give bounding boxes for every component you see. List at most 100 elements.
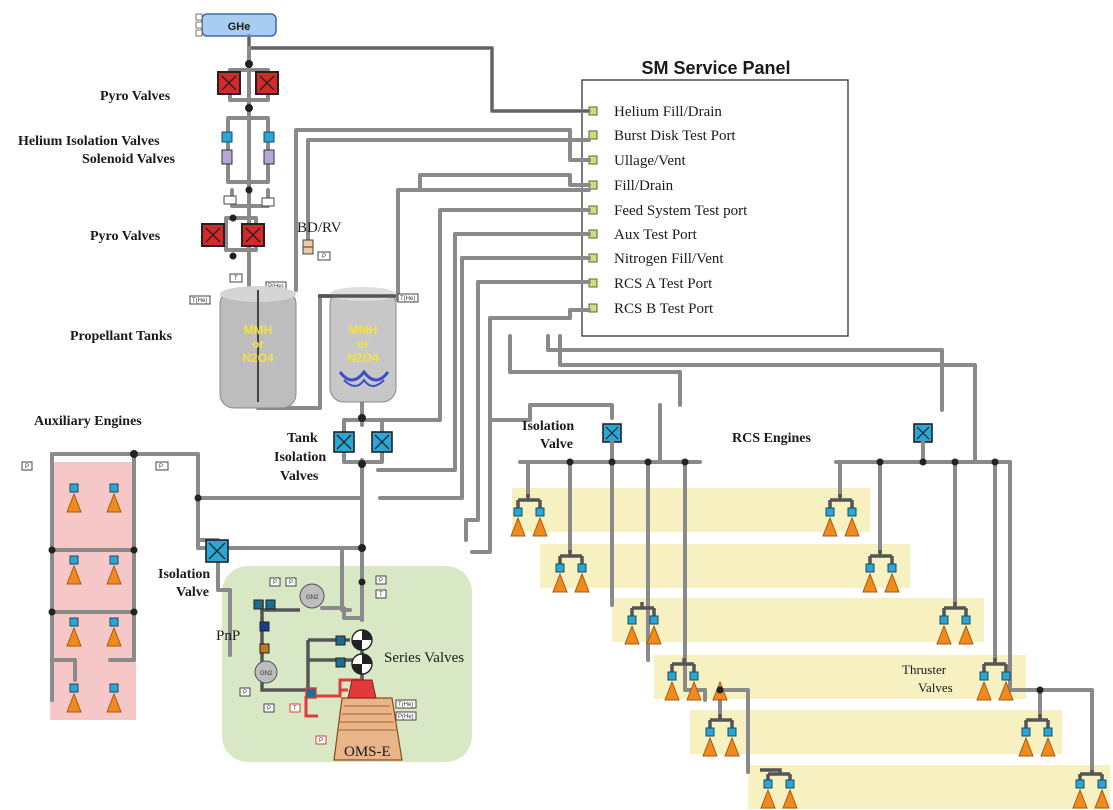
rcs-engines-label: RCS Engines	[732, 431, 812, 446]
propellant-tank-1: MMH or N2O4	[219, 286, 297, 409]
pnp-label: PnP	[216, 628, 240, 644]
isolation-valve-rcs-2: Valve	[540, 437, 573, 452]
regulator	[223, 195, 237, 205]
auxiliary-engines-label: Auxiliary Engines	[34, 414, 142, 429]
gn2-tank	[254, 660, 278, 684]
aux-thruster	[106, 617, 122, 647]
sm-service-panel: SM Service Panel Helium Fill/Drain Burst…	[581, 58, 849, 337]
panel-title: SM Service Panel	[641, 58, 790, 78]
series-valve	[351, 653, 373, 675]
tank-isolation-label-3: Valves	[280, 469, 319, 484]
tag-p: P	[243, 690, 247, 696]
aux-isolation-valve	[205, 539, 229, 563]
rcs-zone-group	[512, 488, 1110, 809]
tank-text: or	[252, 337, 264, 351]
tag-p: P	[379, 578, 383, 584]
oms-components: GN2 GN2 P P P P T P P T T(H	[239, 575, 417, 745]
tag-gn2: GN2	[260, 671, 273, 677]
rcs-thruster-pair	[936, 602, 974, 645]
service-port-label: Nitrogen Fill/Vent	[614, 251, 724, 267]
tank-isolation-valves	[333, 414, 393, 468]
aux-thruster	[66, 555, 82, 585]
aux-thruster	[66, 617, 82, 647]
rcs-thruster-pair	[822, 494, 860, 537]
solenoid-valve	[263, 149, 275, 165]
tank-text: MMH	[349, 323, 378, 337]
rcs-thruster-pair	[976, 658, 1014, 701]
rcs-thruster-pair	[862, 550, 900, 593]
thruster-valves-label-1: Thruster	[902, 662, 947, 677]
tank-text: N2O4	[242, 351, 274, 365]
aux-thrusters	[66, 483, 122, 713]
propellant-tanks-label: Propellant Tanks	[70, 329, 173, 344]
tag-p: P	[273, 580, 277, 586]
tank-isolation-label-1: Tank	[287, 431, 318, 446]
rcs-thruster-pair	[552, 550, 590, 593]
rcs-thruster-pair	[760, 768, 798, 809]
pyro-valves-top	[217, 60, 279, 112]
isolation-valve-rcs-1: Isolation	[522, 419, 574, 434]
tank-isolation-label-2: Isolation	[274, 450, 326, 465]
tag-the: T(He)	[398, 702, 413, 708]
rcs-thruster-pair	[1072, 770, 1110, 809]
tag-p: P	[322, 254, 326, 260]
isolation-valve-left-1: Isolation	[158, 567, 210, 582]
service-port-label: Aux Test Port	[614, 227, 698, 243]
regulator	[261, 197, 275, 207]
service-port-label: Burst Disk Test Port	[614, 128, 736, 144]
rcs-tree-a	[526, 440, 750, 774]
rcs-zone-6	[748, 765, 1110, 809]
gn2-tank	[299, 583, 325, 609]
service-port-label: RCS A Test Port	[614, 276, 713, 292]
rcs-zone-5	[690, 710, 1062, 754]
ghe-label: GHe	[228, 21, 251, 33]
tag-gn2: GN2	[306, 595, 319, 601]
rcs-zone-1	[512, 488, 870, 532]
pyro-valves-label: Pyro Valves	[100, 89, 171, 104]
rcs-zone-3	[612, 598, 984, 642]
isolation-valve	[221, 131, 233, 143]
aux-engine-zone	[50, 462, 136, 720]
tag-phe: P(He)	[398, 714, 414, 720]
helium-isolation-label: Helium Isolation Valves	[18, 134, 160, 149]
rcs-thruster-pair	[624, 602, 662, 645]
service-port-label: RCS B Test Port	[614, 301, 714, 317]
tank-text: N2O4	[347, 351, 379, 365]
port-connector	[588, 130, 598, 140]
bdrv-label: BD/RV	[297, 220, 342, 236]
pyro-valves-bottom-label: Pyro Valves	[90, 229, 161, 244]
tag-p: P	[159, 464, 163, 470]
pyro-valves-bottom	[201, 214, 265, 260]
rcs-thruster-pair	[702, 714, 740, 757]
solenoid-label: Solenoid Valves	[82, 152, 176, 167]
series-valves-label: Series Valves	[384, 650, 464, 666]
rcs-thruster-pair	[510, 494, 548, 537]
burst-disk-relief-valve: P	[302, 239, 331, 261]
service-port-label: Feed System Test port	[614, 203, 748, 219]
service-port-label: Helium Fill/Drain	[614, 104, 722, 120]
aux-thruster	[66, 683, 82, 713]
tag-t: T	[234, 276, 238, 282]
ghe-tank: GHe	[195, 13, 277, 37]
tank-text: MMH	[244, 323, 273, 337]
aux-thruster	[106, 683, 122, 713]
tag-t: T	[379, 592, 383, 598]
propellant-tank-2: MMH or N2O4	[318, 287, 397, 403]
tag-the: T(He)	[192, 298, 207, 304]
rcs-zone-2	[540, 544, 910, 588]
rcs-isolation-valves	[602, 423, 933, 443]
tag-p: P	[289, 580, 293, 586]
rcs-thruster-pair	[1018, 714, 1056, 757]
aux-thruster	[106, 483, 122, 513]
tag-p: P	[319, 738, 323, 744]
isolation-valve-left-2: Valve	[176, 585, 209, 600]
aux-thruster	[106, 555, 122, 585]
thruster-valves-label-2: Valves	[918, 680, 953, 695]
tank-text: or	[357, 337, 369, 351]
service-port-label: Fill/Drain	[614, 178, 674, 194]
rcs-tree-b	[838, 440, 1094, 774]
tag-the-2: T(He)	[400, 296, 415, 302]
helium-isolation-valves	[221, 116, 275, 184]
isolation-valve	[263, 131, 275, 143]
tag-p: P	[267, 706, 271, 712]
